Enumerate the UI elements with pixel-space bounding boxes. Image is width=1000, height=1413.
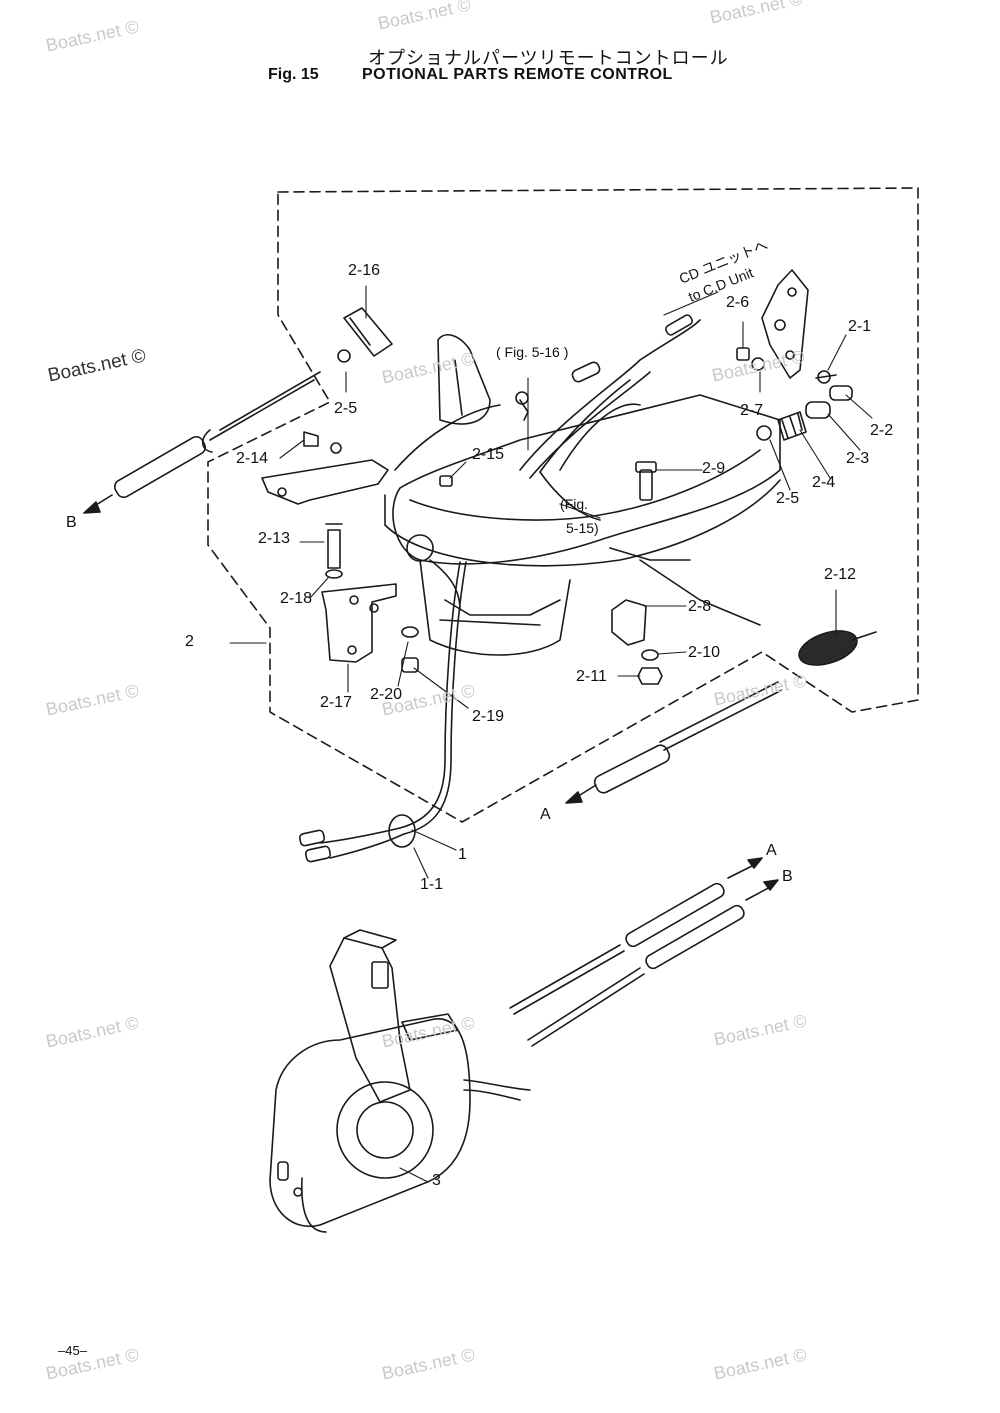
- callout-2-9: 2-9: [702, 460, 726, 477]
- cable-end-a-box: A: [766, 842, 777, 859]
- callout-2-7: 2-7: [740, 402, 764, 419]
- cable-end-b-box: B: [782, 868, 793, 885]
- figure-title: POTIONAL PARTS REMOTE CONTROL: [362, 66, 673, 83]
- callout-2-18: 2-18: [280, 590, 313, 607]
- leader-lines: [229, 285, 873, 1183]
- wiring-harness-drawing: [298, 314, 701, 863]
- callout-2-11: 2-11: [576, 668, 607, 685]
- callout-2-17: 2-17: [320, 694, 353, 711]
- callout-2-20: 2-20: [370, 686, 403, 703]
- title-japanese: オプショナルパーツリモートコントロール: [368, 48, 729, 69]
- left-bracket-parts-drawing: [261, 307, 529, 673]
- page-number: –45–: [58, 1343, 87, 1358]
- callout-1: 1: [458, 846, 467, 863]
- figure-number: Fig. 15: [268, 66, 319, 83]
- right-bracket-parts-drawing: [611, 269, 877, 685]
- note-fig-5-16: ( Fig. 5-16 ): [496, 344, 569, 360]
- callout-3: 3: [432, 1172, 441, 1189]
- cable-end-b-upper: B: [66, 514, 77, 531]
- callout-2-5-left: 2-5: [334, 400, 358, 417]
- callout-2-13: 2-13: [258, 530, 291, 547]
- callout-2-10: 2-10: [688, 644, 721, 661]
- cable-b-drawing: [83, 371, 321, 514]
- callout-2-5-right: 2-5: [776, 490, 800, 507]
- cable-end-a-lower: A: [540, 806, 551, 823]
- callout-1-1: 1-1: [420, 876, 444, 893]
- callout-2: 2: [185, 633, 194, 650]
- callout-2-15: 2-15: [472, 446, 505, 463]
- callout-2-12: 2-12: [824, 566, 857, 583]
- callout-2-2: 2-2: [870, 422, 894, 439]
- callout-2-1: 2-1: [848, 318, 872, 335]
- housing-bracket-drawing: [384, 334, 781, 656]
- callout-2-3: 2-3: [846, 450, 870, 467]
- note-fig-5-15-line1: (Fig.: [560, 496, 588, 512]
- remote-control-box-drawing: [269, 857, 779, 1233]
- callout-2-8: 2-8: [688, 598, 712, 615]
- callout-2-4: 2-4: [812, 474, 836, 491]
- callout-2-19: 2-19: [472, 708, 505, 725]
- note-fig-5-15-line2: 5-15): [566, 520, 599, 536]
- assembly-boundary-dashed: [207, 187, 919, 823]
- callout-2-6: 2-6: [726, 294, 750, 311]
- callout-2-14: 2-14: [236, 450, 269, 467]
- callout-2-16: 2-16: [348, 262, 381, 279]
- cable-a-drawing: [565, 681, 783, 804]
